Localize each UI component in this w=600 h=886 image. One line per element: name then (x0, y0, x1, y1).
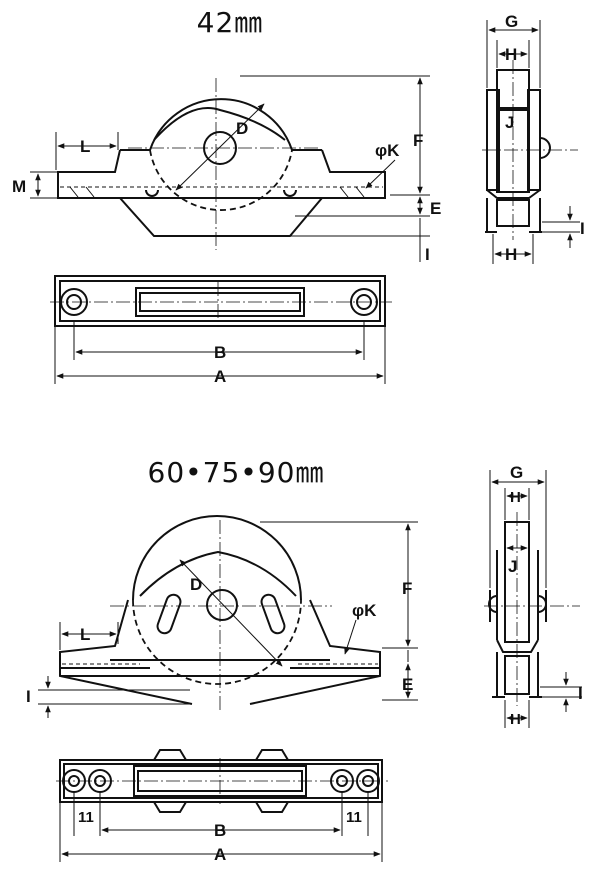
plan-view-42: B A (50, 275, 392, 386)
label-M: M (12, 177, 26, 196)
label-H-42-bottom: H (505, 245, 517, 264)
label-I-42-side: I (580, 219, 585, 238)
label-J-large: J (508, 557, 517, 576)
label-I-large: I (26, 687, 31, 706)
label-F-large: F (402, 579, 412, 598)
label-I-large-side: I (578, 684, 583, 703)
label-A-42: A (214, 367, 226, 386)
label-phiK-42: φK (375, 141, 400, 160)
label-E-large: E (402, 675, 413, 694)
label-D-large: D (190, 575, 202, 594)
label-A-large: A (214, 845, 226, 864)
front-view-42: D L M φK F E I (12, 75, 441, 264)
label-H-large-bottom: H (510, 711, 521, 728)
label-B-large: B (214, 821, 226, 840)
label-L: L (80, 137, 90, 156)
label-B-42: B (214, 343, 226, 362)
label-J-42: J (505, 113, 514, 132)
label-I-42: I (425, 245, 430, 264)
plan-view-large: B A 11 11 (56, 749, 388, 864)
side-view-42: G H J H I (482, 12, 585, 264)
label-11-right: 11 (346, 809, 362, 826)
label-H-42-top: H (505, 45, 517, 64)
label-phiK-large: φK (352, 601, 377, 620)
title-60-75-90mm: 60•75•90㎜ (148, 456, 325, 489)
label-G-large: G (510, 463, 523, 482)
label-H-large-top: H (510, 489, 521, 506)
label-G-42: G (505, 12, 518, 31)
label-L-large: L (80, 625, 90, 644)
title-42mm: 42㎜ (197, 6, 264, 39)
label-F-42: F (413, 131, 423, 150)
front-view-large: D L φK F E I (26, 515, 418, 718)
side-view-large: G H J H I (484, 463, 583, 728)
label-E-42: E (430, 199, 441, 218)
label-11-left: 11 (78, 809, 94, 826)
label-D: D (236, 119, 248, 138)
